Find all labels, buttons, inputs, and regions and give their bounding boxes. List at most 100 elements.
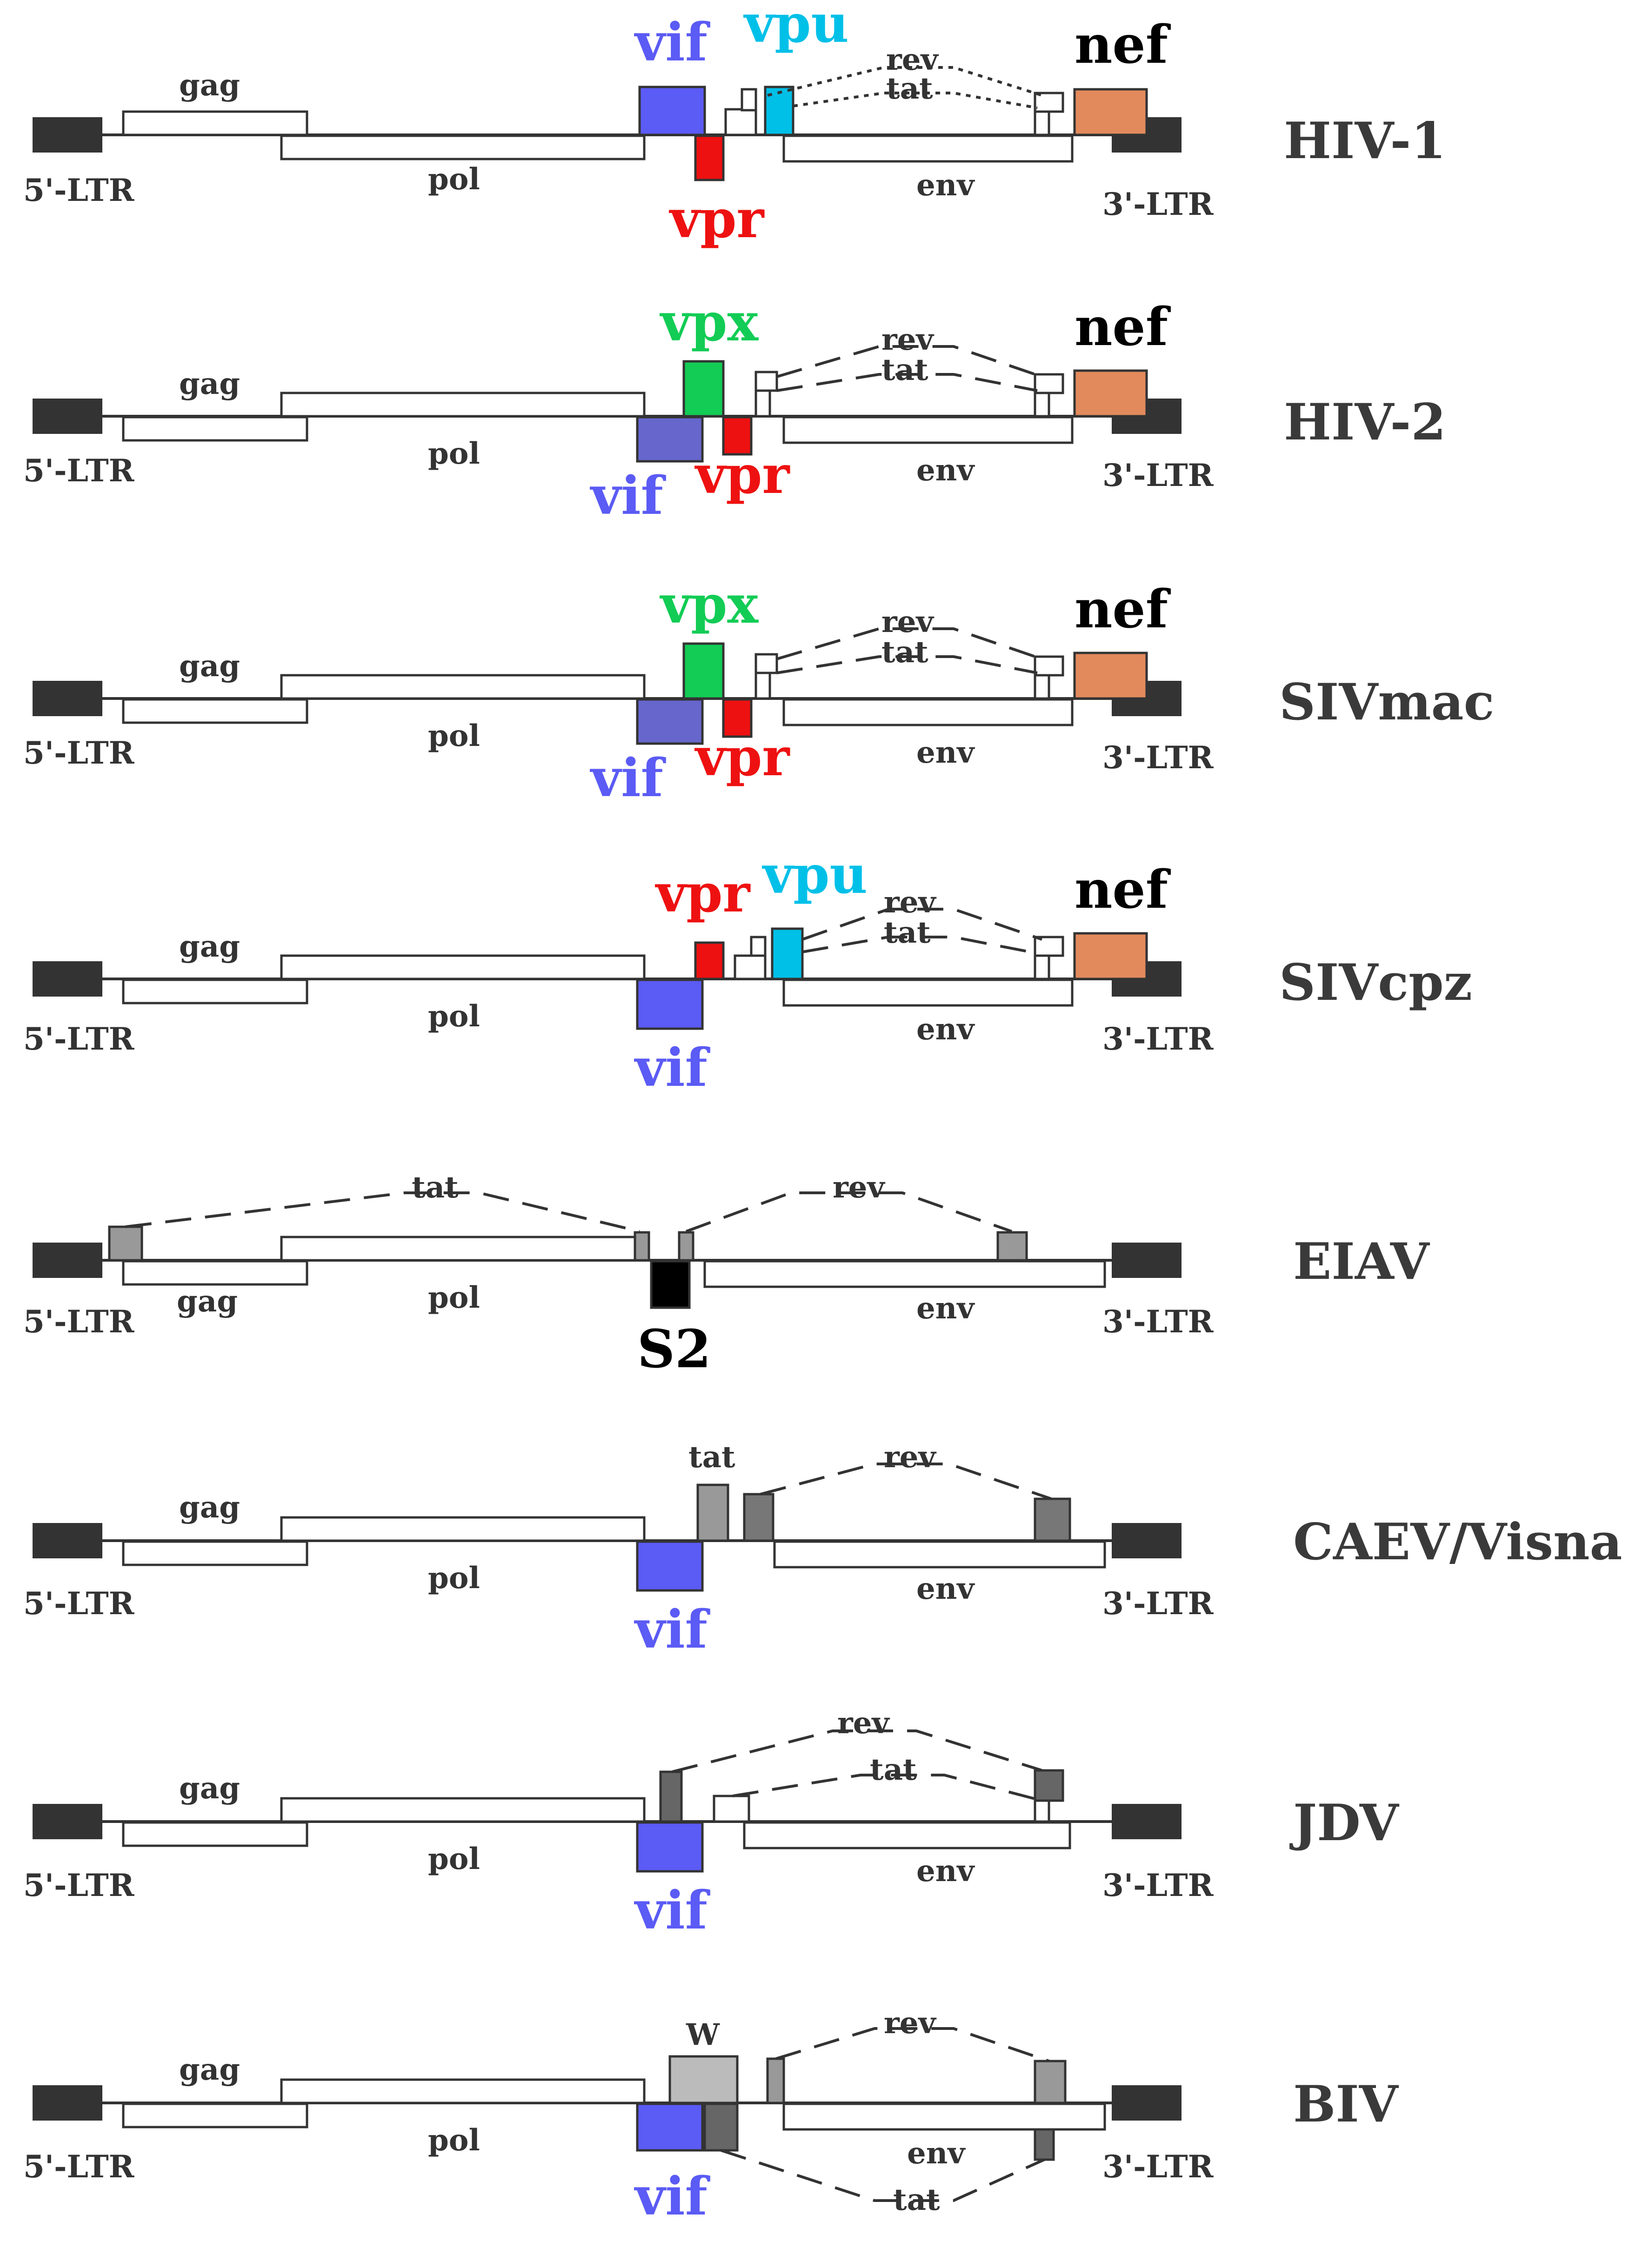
s2-box [650, 1260, 691, 1309]
env-label: env [907, 2136, 966, 2171]
env-label: env [916, 168, 975, 203]
rev-splice-line [776, 345, 1042, 378]
tat-rev-exon2-top [1034, 92, 1064, 113]
env-label: env [916, 1291, 975, 1326]
pol-label: pol [428, 162, 480, 197]
rev-label: rev [881, 605, 934, 639]
rev-splice-line [776, 627, 1042, 660]
genome-row-sivcpz: 5'-LTR 3'-LTR gag pol env rev tat vif vp… [23, 845, 1472, 1098]
gag-label: gag [179, 649, 240, 684]
rev-splice-line [760, 1463, 1052, 1500]
gag-box [122, 110, 308, 136]
tat-exon1-box [703, 2102, 739, 2152]
gag-label: gag [179, 929, 240, 964]
virus-name: BIV [1293, 2075, 1399, 2134]
tat-label: tat [412, 1170, 459, 1205]
tat-splice-line [125, 1191, 640, 1233]
ltr3-label: 3'-LTR [1102, 1867, 1214, 1903]
gag-box [122, 1540, 308, 1566]
vif-label: vif [589, 748, 667, 809]
tat-rev-exon2-small [1034, 674, 1050, 700]
env-box [743, 1821, 1071, 1849]
w-label: W [686, 2017, 720, 2052]
tat-rev-exon2-small [1034, 392, 1050, 418]
ltr3-label: 3'-LTR [1102, 1585, 1214, 1622]
tat-splice-line [793, 92, 1038, 109]
gag-label: gag [179, 1771, 240, 1806]
genome-row-hiv-2: 5'-LTR 3'-LTR gag pol env rev tat vif vp… [23, 292, 1446, 526]
ltr5-box [33, 1523, 102, 1558]
virus-name: SIVmac [1279, 673, 1494, 732]
gag-box [122, 698, 308, 724]
gag-label: gag [179, 68, 240, 103]
tat-exon2-box [1034, 1799, 1050, 1823]
vpx-box [682, 360, 725, 418]
tat-rev-exon1-small [754, 389, 771, 418]
vif-box [636, 1540, 704, 1592]
rev-exon1-box [766, 2057, 785, 2104]
tat-label: tat [886, 71, 933, 106]
vif-box [636, 698, 704, 745]
env-label: env [916, 453, 975, 488]
genome-row-hiv-1: 5'-LTR 3'-LTR gag pol env rev tat vif vp… [23, 0, 1446, 250]
tat-label: tat [881, 353, 928, 387]
ltr3-label: 3'-LTR [1102, 739, 1214, 776]
nef-label: nef [1075, 297, 1171, 358]
pol-label: pol [428, 436, 480, 471]
env-box [782, 134, 1074, 163]
vpr-box [722, 698, 753, 738]
gag-box [122, 1821, 308, 1847]
rev-exon1-box [743, 1493, 774, 1542]
pol-box [280, 392, 646, 418]
ltr5-box [33, 399, 102, 434]
vpr-label: vpr [694, 727, 790, 788]
ltr5-box [33, 117, 102, 153]
vif-box [638, 86, 706, 136]
rev-exon2-box [996, 1231, 1028, 1262]
pol-label: pol [428, 999, 480, 1034]
nef-label: nef [1075, 579, 1171, 640]
genome-row-caev-visna: 5'-LTR 3'-LTR gag pol env tat rev vif CA… [23, 1440, 1622, 1660]
gag-label: gag [177, 1284, 238, 1319]
nef-label: nef [1075, 859, 1171, 920]
ltr3-box [1112, 2085, 1182, 2121]
vif-box [636, 1821, 704, 1873]
rev-splice-line [775, 2027, 1049, 2062]
gag-box [122, 1260, 308, 1286]
genome-row-sivmac: 5'-LTR 3'-LTR gag pol env rev tat vif vp… [23, 574, 1494, 809]
pol-box [280, 134, 646, 160]
nef-box [1073, 652, 1148, 700]
rev-label: rev [833, 1170, 885, 1205]
ltr3-box [1112, 1243, 1182, 1278]
env-box [782, 2102, 1106, 2131]
vpx-box [682, 642, 725, 700]
vif-label: vif [634, 2166, 711, 2227]
nef-box [1073, 369, 1148, 418]
nef-box [1073, 88, 1148, 136]
tat-exon2-box [1034, 2128, 1055, 2161]
tat-rev-exon1-small [754, 672, 771, 700]
ltr5-label: 5'-LTR [23, 452, 135, 489]
gag-box [122, 416, 308, 442]
vpr-label: vpr [668, 189, 765, 250]
pol-box [280, 1516, 646, 1542]
gag-label: gag [179, 1490, 240, 1525]
genome-row-jdv: 5'-LTR 3'-LTR gag pol env rev tat vif JD… [23, 1706, 1400, 1941]
env-box [703, 1260, 1106, 1288]
pol-box [280, 954, 646, 980]
vif-label: vif [634, 1599, 711, 1660]
pol-box [280, 2078, 646, 2104]
genome-row-biv: 5'-LTR 3'-LTR gag pol env rev tat W vif … [23, 2006, 1399, 2227]
rev-exon2-box [1034, 1497, 1071, 1542]
tat-splice-line [776, 373, 1038, 392]
rev-splice-line [672, 1729, 1042, 1773]
gag-box [122, 978, 308, 1004]
vif-label: vif [634, 1038, 711, 1098]
env-label: env [916, 1012, 975, 1047]
gag-label: gag [179, 2052, 240, 2087]
tat-rev-exon1-top [754, 371, 778, 392]
tat-label: tat [881, 635, 928, 670]
vpr-label: vpr [654, 863, 751, 924]
vpx-label: vpx [659, 292, 759, 353]
pol-box [280, 674, 646, 700]
